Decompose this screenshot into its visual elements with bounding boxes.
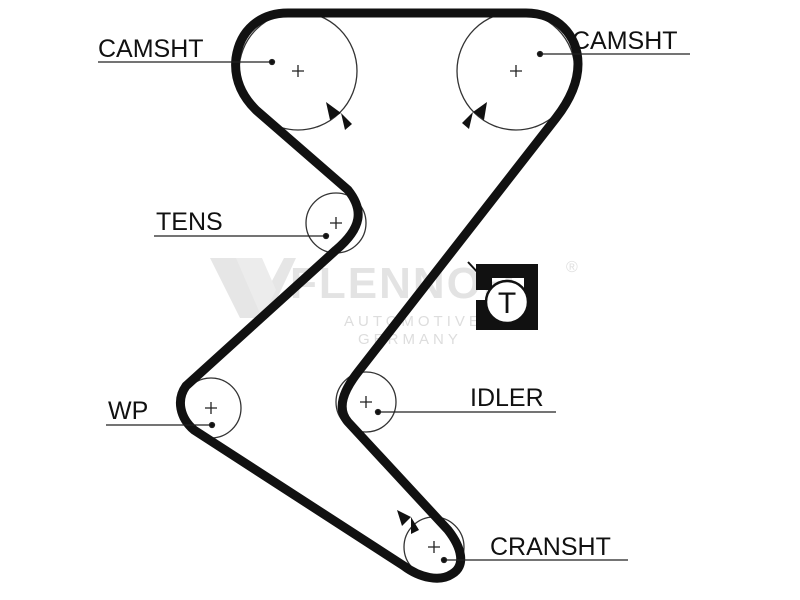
crankshaft-center [428, 541, 440, 553]
leader-tensioner [154, 232, 330, 240]
camshaft-left-center [292, 65, 304, 77]
watermark-logo [210, 258, 296, 318]
timing-mark-crankshaft [397, 510, 419, 534]
pulley-centers [205, 65, 522, 553]
leader-lines [98, 50, 690, 564]
timing-belt [175, 8, 583, 583]
leader-crankshaft [440, 556, 628, 564]
label-crankshaft: CRANSHT [490, 533, 611, 561]
leader-water-pump [106, 421, 216, 429]
tensioner-marker-letter: T [498, 287, 516, 320]
tensioner-center [330, 217, 342, 229]
leader-camshaft-right [536, 50, 690, 58]
label-camshaft-left: CAMSHT [98, 35, 204, 63]
tensioner-marker: T [467, 261, 538, 330]
timing-marks [326, 102, 487, 534]
watermark-registered: ® [566, 259, 578, 276]
leader-idler [374, 408, 556, 416]
water-pump-center [205, 402, 217, 414]
label-tensioner: TENS [156, 208, 223, 236]
idler-center [360, 396, 372, 408]
timing-mark-camshaft-left [326, 102, 352, 130]
timing-mark-camshaft-right [462, 102, 487, 129]
watermark-line1: AUTOMOTIVE [344, 313, 483, 330]
idler-pulley [335, 371, 397, 433]
label-camshaft-right: CAMSHT [572, 27, 678, 55]
leader-camshaft-left [98, 58, 276, 66]
camshaft-right-center [510, 65, 522, 77]
label-idler: IDLER [470, 384, 544, 412]
label-water-pump: WP [108, 397, 148, 425]
